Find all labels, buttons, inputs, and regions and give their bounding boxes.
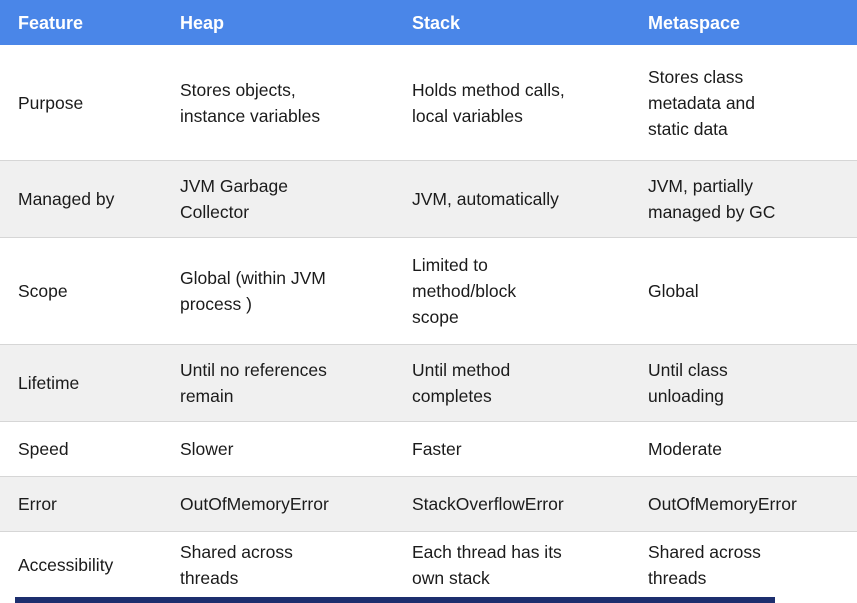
metaspace-cell: Moderate xyxy=(648,439,722,459)
feature-label: Managed by xyxy=(18,189,115,209)
bottom-accent-bar xyxy=(15,597,775,603)
table-row-accessibility: Accessibility Shared across threads Each… xyxy=(0,531,857,597)
table-header-row: Feature Heap Stack Metaspace xyxy=(0,0,857,45)
feature-label: Error xyxy=(18,494,57,514)
table-row-lifetime: Lifetime Until no references remain Unti… xyxy=(0,344,857,421)
feature-label: Purpose xyxy=(18,92,84,113)
table-row-purpose: Purpose Stores objects, instance variabl… xyxy=(0,45,857,160)
feature-label: Accessibility xyxy=(18,554,114,575)
metaspace-cell: OutOfMemoryError xyxy=(648,494,797,514)
metaspace-cell: Shared across threads xyxy=(648,541,761,588)
table-row-error: Error OutOfMemoryError StackOverflowErro… xyxy=(0,476,857,531)
stack-cell: Holds method calls, local variables xyxy=(412,79,565,126)
metaspace-cell: Until class unloading xyxy=(648,360,728,406)
column-header-stack: Stack xyxy=(412,12,461,33)
feature-label: Speed xyxy=(18,439,69,459)
column-header-feature: Feature xyxy=(18,12,84,33)
stack-cell: Limited to method/block scope xyxy=(412,255,517,327)
metaspace-cell: Global xyxy=(648,281,699,301)
heap-cell: Shared across threads xyxy=(180,541,293,588)
heap-cell: Global (within JVM process ) xyxy=(180,268,326,314)
feature-label: Scope xyxy=(18,281,68,301)
heap-cell: Until no references remain xyxy=(180,360,327,406)
heap-cell: JVM Garbage Collector xyxy=(180,176,288,222)
stack-cell: JVM, automatically xyxy=(412,189,559,209)
table-row-scope: Scope Global (within JVM process ) Limit… xyxy=(0,237,857,344)
table-row-speed: Speed Slower Faster Moderate xyxy=(0,421,857,476)
stack-cell: Faster xyxy=(412,439,462,459)
heap-cell: Slower xyxy=(180,439,234,459)
heap-cell: Stores objects, instance variables xyxy=(180,79,321,126)
stack-cell: StackOverflowError xyxy=(412,494,564,514)
column-header-metaspace: Metaspace xyxy=(648,12,741,33)
table-row-managed-by: Managed by JVM Garbage Collector JVM, au… xyxy=(0,160,857,237)
stack-cell: Each thread has its own stack xyxy=(412,541,562,588)
metaspace-cell: Stores class metadata and static data xyxy=(648,66,756,139)
feature-label: Lifetime xyxy=(18,373,80,393)
column-header-heap: Heap xyxy=(180,12,225,33)
stack-cell: Until method completes xyxy=(412,360,511,406)
heap-cell: OutOfMemoryError xyxy=(180,494,329,514)
metaspace-cell: JVM, partially managed by GC xyxy=(648,176,776,222)
